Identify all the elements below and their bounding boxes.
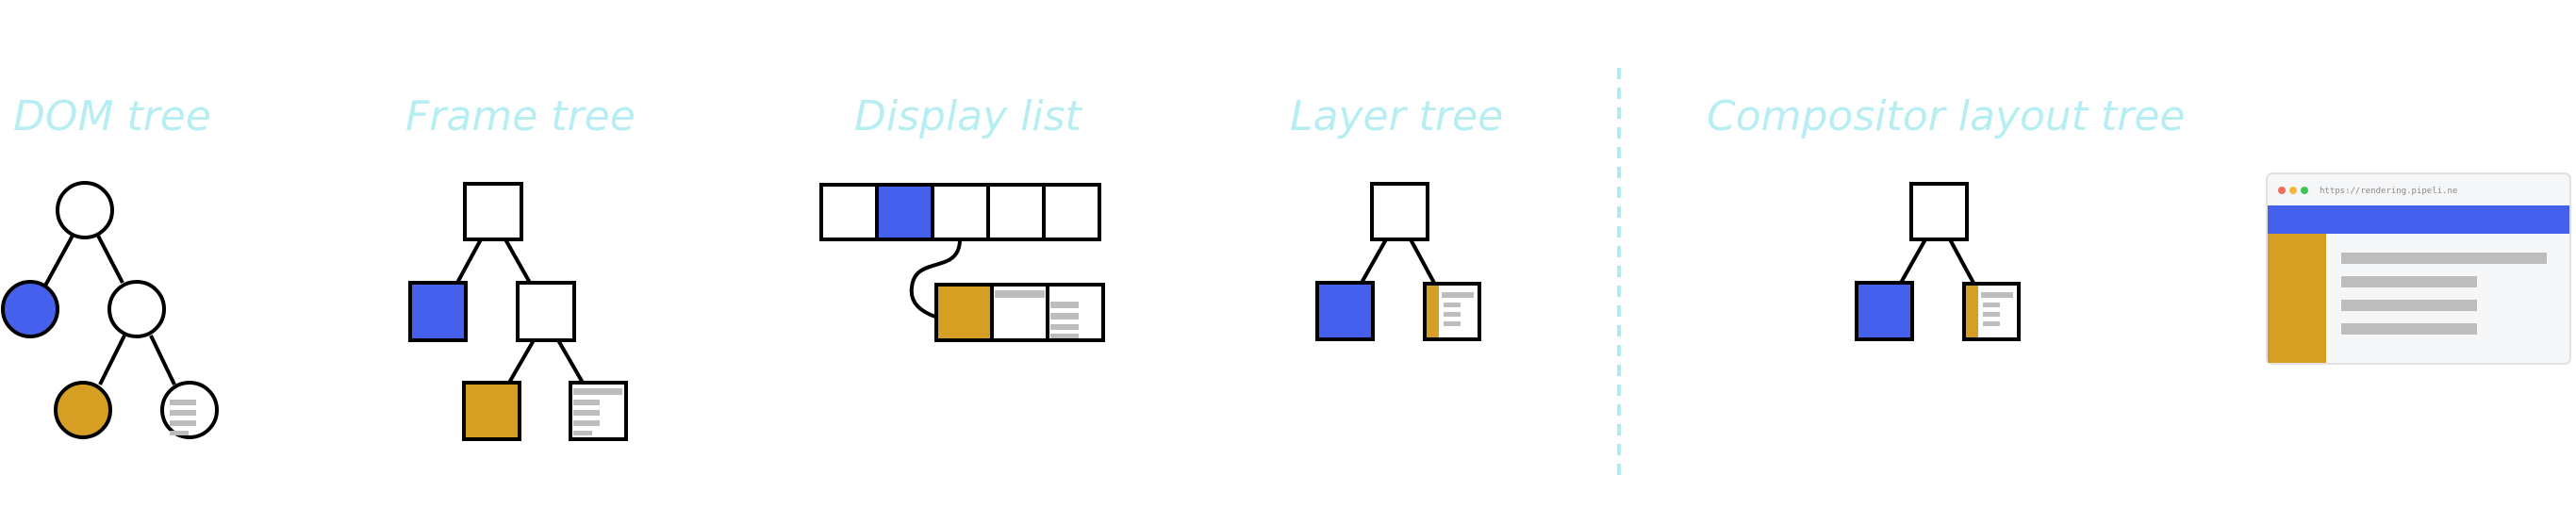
display-item bbox=[819, 183, 879, 241]
text-line bbox=[1442, 292, 1474, 298]
compositor-layout-tree-title: Compositor layout tree bbox=[1707, 92, 2186, 140]
dom-edge bbox=[98, 335, 126, 385]
frame-blue-box bbox=[408, 281, 468, 342]
text-line bbox=[573, 388, 622, 395]
compositor-text-lines bbox=[1981, 292, 2013, 326]
text-line bbox=[995, 290, 1045, 298]
frame-gold-box bbox=[462, 381, 521, 441]
dom-tree bbox=[1, 181, 219, 439]
layer-gold-strip bbox=[1427, 286, 1439, 337]
compositor-blue-box bbox=[1855, 281, 1914, 341]
text-line bbox=[573, 410, 600, 416]
dom-text-lines bbox=[170, 400, 196, 435]
text-line bbox=[1050, 334, 1079, 338]
text-line bbox=[1050, 324, 1079, 330]
frame-edge bbox=[556, 338, 585, 385]
display-item bbox=[986, 183, 1046, 241]
text-line bbox=[170, 420, 196, 426]
text-line bbox=[573, 400, 600, 405]
display-text-lines bbox=[995, 290, 1079, 338]
text-line bbox=[1444, 312, 1461, 317]
compositor-edge bbox=[1899, 238, 1927, 284]
text-line bbox=[573, 431, 592, 435]
text-line bbox=[1983, 312, 2000, 317]
frame-tree-title: Frame tree bbox=[405, 92, 636, 140]
compositor-root-box bbox=[1909, 182, 1969, 241]
frame-text-lines bbox=[573, 388, 622, 435]
dom-edge bbox=[96, 235, 124, 284]
display-item bbox=[1042, 183, 1101, 241]
layer-tree bbox=[1315, 182, 1481, 341]
dom-gold-node bbox=[54, 381, 112, 439]
window-close-dot bbox=[2278, 187, 2286, 194]
frame-root-box bbox=[463, 182, 523, 241]
content-line bbox=[2341, 276, 2477, 287]
compositor-tree bbox=[1855, 182, 2021, 341]
dom-edge bbox=[149, 335, 176, 385]
display-item bbox=[931, 183, 990, 241]
display-list-title: Display list bbox=[854, 92, 1083, 140]
layer-edge bbox=[1409, 238, 1437, 286]
text-line bbox=[1050, 302, 1079, 308]
browser-header-bar bbox=[2268, 205, 2569, 234]
frame-edge bbox=[504, 238, 532, 284]
text-line bbox=[1444, 321, 1461, 326]
content-line bbox=[2341, 300, 2477, 311]
dom-blue-node bbox=[1, 280, 59, 338]
text-line bbox=[1983, 303, 2000, 307]
layer-text-lines bbox=[1442, 292, 1474, 326]
dom-inner-node bbox=[107, 280, 166, 338]
compositor-edge bbox=[1948, 238, 1976, 286]
display-sub-gold bbox=[934, 283, 994, 342]
compositor-gold-strip bbox=[1966, 286, 1978, 337]
layer-root-box bbox=[1370, 182, 1429, 241]
window-maximize-dot bbox=[2301, 187, 2308, 194]
frame-tree bbox=[408, 182, 628, 441]
content-line bbox=[2341, 253, 2547, 264]
browser-window: https://rendering.pipeli.ne bbox=[2266, 172, 2571, 365]
text-line bbox=[1983, 321, 2000, 326]
text-line bbox=[170, 431, 189, 435]
text-line bbox=[170, 400, 196, 405]
layer-tree-title: Layer tree bbox=[1290, 92, 1503, 140]
text-line bbox=[1444, 303, 1461, 307]
dom-tree-title: DOM tree bbox=[13, 92, 211, 140]
text-line bbox=[573, 420, 600, 426]
layer-edge bbox=[1360, 238, 1388, 284]
display-list bbox=[819, 183, 1105, 342]
display-sub-item bbox=[1046, 283, 1105, 342]
content-line bbox=[2341, 323, 2477, 335]
browser-url: https://rendering.pipeli.ne bbox=[2320, 187, 2457, 196]
frame-inner-box bbox=[516, 281, 576, 342]
frame-edge bbox=[507, 338, 536, 385]
text-line bbox=[1050, 313, 1079, 320]
layer-blue-box bbox=[1315, 281, 1375, 341]
browser-content-lines bbox=[2341, 253, 2547, 335]
browser-sidebar bbox=[2268, 234, 2326, 363]
text-line bbox=[170, 410, 196, 416]
display-item-blue bbox=[875, 183, 934, 241]
window-minimize-dot bbox=[2289, 187, 2297, 194]
display-connector bbox=[909, 238, 962, 319]
text-line bbox=[1981, 292, 2013, 298]
dom-edge bbox=[43, 235, 74, 287]
frame-edge bbox=[455, 238, 483, 284]
dom-root-node bbox=[56, 181, 114, 239]
